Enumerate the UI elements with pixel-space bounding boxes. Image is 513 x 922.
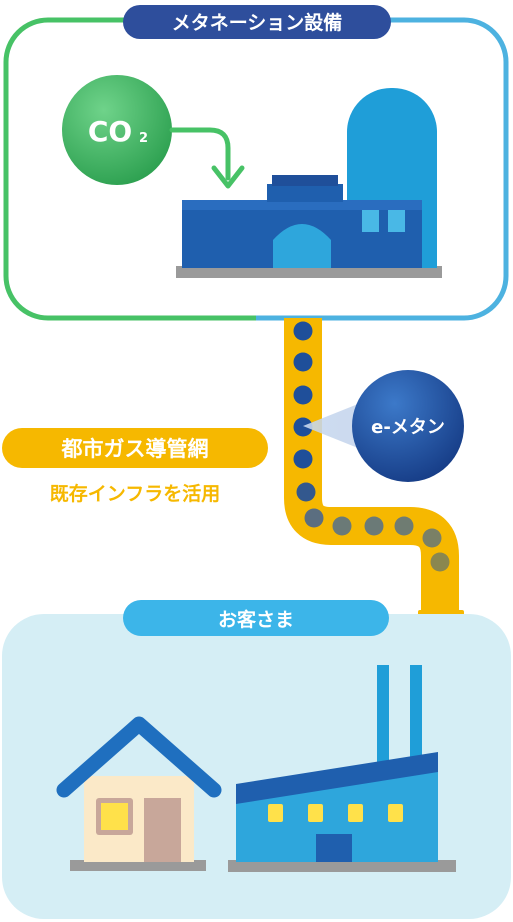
pipeline-labels: 都市ガス導管網 既存インフラを活用	[2, 428, 268, 505]
gas-pipeline	[284, 318, 464, 638]
methanation-title-pill	[123, 5, 391, 39]
molecule-dot-4	[293, 417, 313, 437]
customer-factory-icon	[228, 665, 456, 872]
molecule-dot-3	[293, 385, 313, 405]
e-methane-label: e-メタン	[371, 417, 445, 438]
co2-sphere: CO 2	[62, 75, 172, 185]
molecule-dot-9	[364, 516, 384, 536]
molecule-dot-5	[293, 449, 313, 469]
pipeline-badge-label: 都市ガス導管網	[61, 437, 209, 461]
molecule-dot-7	[304, 508, 324, 528]
pipeline-badge	[2, 428, 268, 468]
customer-title-pill	[123, 600, 389, 636]
e-methane-sphere	[352, 370, 464, 482]
molecule-dot-11	[422, 528, 442, 548]
molecule-dot-1	[293, 321, 313, 341]
pipeline-molecules	[293, 321, 450, 572]
molecule-dot-8	[332, 516, 352, 536]
molecule-dot-10	[394, 516, 414, 536]
co2-arrow-icon	[169, 127, 245, 189]
co2-subscript: 2	[139, 131, 148, 146]
molecule-dot-6	[296, 482, 316, 502]
house-icon	[56, 716, 222, 871]
methanation-title: メタネーション設備	[172, 11, 343, 34]
molecule-dot-12	[430, 552, 450, 572]
methanation-facility-section: メタネーション設備 CO 2	[3, 5, 509, 321]
co2-label: CO	[88, 115, 132, 148]
methanation-plant-icon	[176, 88, 442, 278]
pipeline-note: 既存インフラを活用	[50, 482, 220, 505]
customer-section: お客さま	[2, 600, 511, 919]
customer-title: お客さま	[218, 608, 294, 631]
molecule-dot-2	[293, 352, 313, 372]
e-methane-callout: e-メタン	[303, 370, 464, 482]
